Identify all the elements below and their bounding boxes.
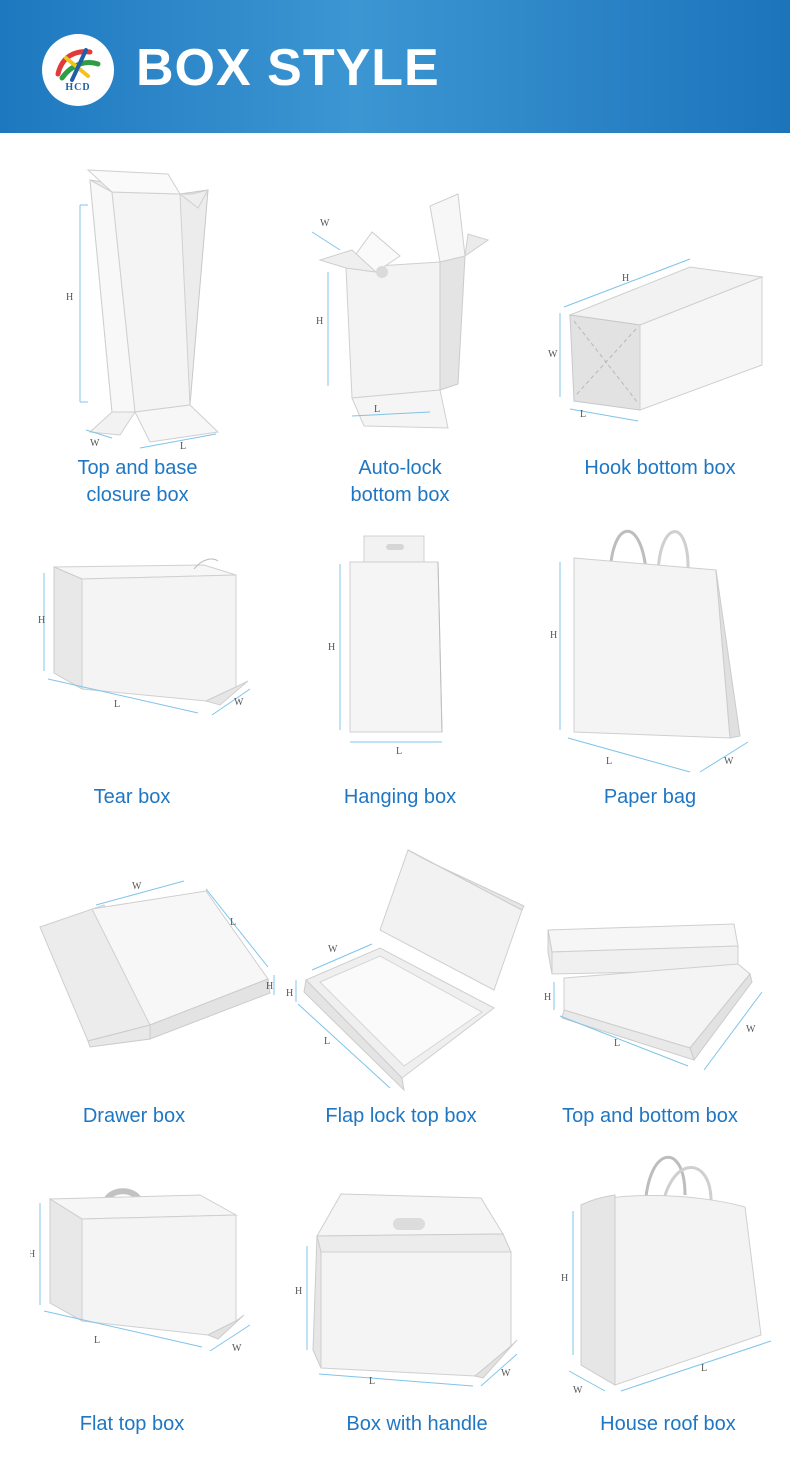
box-style-card: H W L — [545, 1145, 780, 1395]
box-style-card: H W L — [20, 150, 270, 450]
box-style-card: W L H — [30, 875, 280, 1050]
svg-text:L: L — [614, 1038, 620, 1049]
drawer-box-illustration: W L H — [39, 880, 275, 1048]
box-style-card: H L W — [30, 555, 260, 720]
svg-text:H: H — [316, 316, 323, 327]
caption-box-with-handle: Box with handle — [346, 1413, 488, 1435]
hanging-box-illustration: H L — [328, 535, 443, 757]
caption-tear-box: Tear box — [93, 786, 171, 808]
svg-text:H: H — [550, 630, 557, 641]
auto-lock-bottom-box-illustration: H W L — [311, 193, 490, 429]
caption-top-and-bottom-box: Top and bottom box — [562, 1105, 738, 1127]
caption-drawer-box: Drawer box — [82, 1105, 186, 1127]
page-title: BOX STYLE — [136, 39, 440, 97]
paper-bag-illustration: H L W — [550, 529, 749, 773]
svg-text:H: H — [544, 992, 551, 1003]
svg-text:L: L — [701, 1363, 707, 1374]
svg-text:H: H — [266, 981, 273, 992]
box-style-card: W H L — [280, 840, 530, 1095]
flat-top-box-illustration: H L W — [30, 1188, 251, 1354]
box-style-card: H L W — [540, 510, 775, 775]
svg-text:L: L — [230, 917, 236, 928]
svg-text:H: H — [328, 642, 335, 653]
svg-text:H: H — [561, 1273, 568, 1284]
caption-house-roof-box: House roof box — [600, 1413, 736, 1435]
hook-bottom-box-illustration: W H L — [548, 258, 764, 422]
svg-text:W: W — [501, 1368, 511, 1379]
top-and-base-closure-box-illustration: H W L — [66, 169, 220, 450]
svg-text:W: W — [746, 1024, 756, 1035]
box-style-card: H L W — [540, 920, 775, 1075]
header-banner: HCD BOX STYLE — [0, 0, 790, 133]
box-style-card: H L W — [285, 1190, 525, 1390]
svg-text:W: W — [90, 438, 100, 449]
svg-text:H: H — [30, 1249, 35, 1260]
svg-text:L: L — [114, 699, 120, 710]
logo-text: HCD — [65, 82, 91, 93]
caption-auto-lock-bottom-box: Auto-lock bottom box — [350, 457, 450, 506]
svg-text:H: H — [286, 988, 293, 999]
company-logo: HCD — [42, 34, 114, 106]
svg-text:W: W — [132, 881, 142, 892]
svg-text:H: H — [295, 1286, 302, 1297]
caption-hanging-box: Hanging box — [343, 786, 457, 808]
box-with-handle-illustration: H L W — [295, 1193, 518, 1387]
caption-top-and-base-closure-box: Top and base closure box — [77, 457, 198, 506]
svg-text:H: H — [622, 273, 629, 284]
box-style-card: H W L — [290, 180, 510, 450]
box-style-card: H L W — [30, 1185, 260, 1360]
svg-text:L: L — [369, 1376, 375, 1387]
tear-box-illustration: H L W — [38, 558, 251, 716]
svg-text:H: H — [66, 292, 73, 303]
svg-text:W: W — [548, 349, 558, 360]
caption-paper-bag: Paper bag — [603, 786, 697, 808]
svg-text:W: W — [320, 218, 330, 229]
svg-text:L: L — [94, 1335, 100, 1346]
svg-text:W: W — [234, 697, 244, 708]
box-style-card: H L — [320, 532, 470, 757]
svg-text:W: W — [328, 944, 338, 955]
svg-text:W: W — [232, 1343, 242, 1354]
svg-text:L: L — [606, 756, 612, 767]
svg-text:L: L — [580, 409, 586, 420]
logo-emblem-icon — [55, 48, 101, 82]
svg-text:L: L — [374, 404, 380, 415]
svg-text:L: L — [180, 441, 186, 450]
top-and-bottom-box-illustration: H L W — [544, 923, 763, 1071]
svg-text:H: H — [38, 615, 45, 626]
svg-text:W: W — [573, 1385, 583, 1395]
caption-flap-lock-top-box: Flap lock top box — [325, 1105, 477, 1127]
box-style-card: W H L — [540, 255, 770, 440]
svg-text:L: L — [324, 1036, 330, 1047]
svg-text:L: L — [396, 746, 402, 757]
svg-text:W: W — [724, 756, 734, 767]
caption-flat-top-box: Flat top box — [79, 1413, 185, 1435]
caption-hook-bottom-box: Hook bottom box — [584, 457, 736, 479]
house-roof-box-illustration: H W L — [561, 1155, 772, 1395]
flap-lock-top-box-illustration: W H L — [286, 849, 525, 1092]
